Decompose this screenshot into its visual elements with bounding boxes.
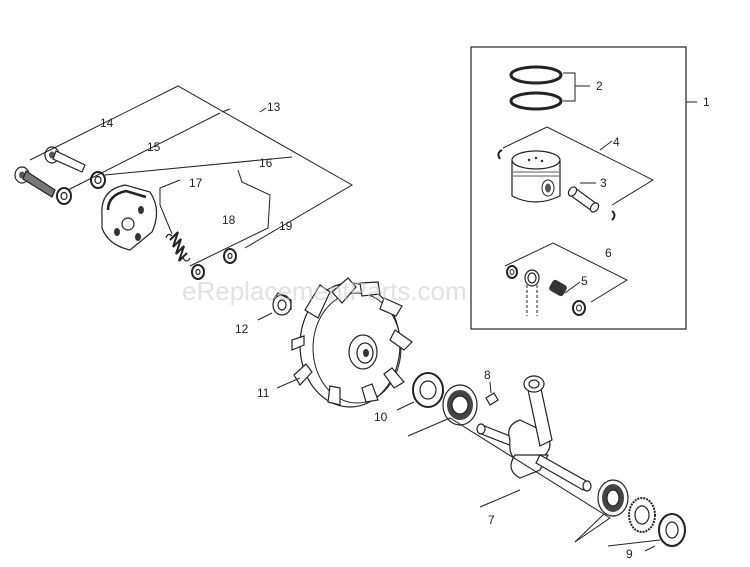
callout-5: 5 xyxy=(581,274,588,288)
clutch-spring xyxy=(165,231,191,262)
callout-3: 3 xyxy=(600,176,607,190)
main-bearing-right xyxy=(597,479,629,517)
callout-10: 10 xyxy=(374,410,388,424)
crankshaft xyxy=(476,375,592,492)
callout-12: 12 xyxy=(235,322,249,336)
needle-bearing-set xyxy=(506,265,586,316)
piston-ring-upper xyxy=(509,65,563,85)
callout-7: 7 xyxy=(488,513,495,527)
callout-9: 9 xyxy=(626,547,633,561)
piston-pin xyxy=(567,186,600,213)
clutch-bolt-2 xyxy=(44,146,86,173)
clutch-bolt-1 xyxy=(14,166,56,198)
oil-pump-gear xyxy=(628,497,656,533)
callout-19: 19 xyxy=(279,219,293,233)
oil-seal-right xyxy=(658,513,686,547)
clutch-shoes xyxy=(101,184,158,251)
callout-4: 4 xyxy=(613,135,620,149)
callout-15: 15 xyxy=(147,140,161,154)
piston-kit-box xyxy=(470,46,687,330)
piston xyxy=(511,150,561,203)
circlip-right xyxy=(611,210,616,221)
callout-1: 1 xyxy=(703,95,710,109)
watermark: eReplacementParts.com xyxy=(182,276,467,306)
callout-6: 6 xyxy=(605,246,612,260)
flywheel xyxy=(291,277,413,408)
callout-13: 13 xyxy=(267,100,281,114)
callout-16: 16 xyxy=(259,156,273,170)
flywheel-nut xyxy=(272,292,292,316)
callout-17: 17 xyxy=(189,176,203,190)
woodruff-key xyxy=(485,392,499,406)
callout-11: 11 xyxy=(257,386,270,400)
piston-ring-lower xyxy=(509,91,563,111)
callout-14: 14 xyxy=(100,116,114,130)
clutch-washer-2 xyxy=(90,171,106,189)
main-bearing-left xyxy=(442,384,478,426)
callout-18: 18 xyxy=(222,213,236,227)
circlip-left xyxy=(497,149,503,160)
callout-2: 2 xyxy=(596,79,603,93)
clutch-washer-3 xyxy=(191,264,205,280)
callout-8: 8 xyxy=(484,368,491,382)
clutch-washer-1 xyxy=(56,187,72,205)
clutch-washer-4 xyxy=(223,248,237,264)
oil-seal xyxy=(412,372,444,408)
